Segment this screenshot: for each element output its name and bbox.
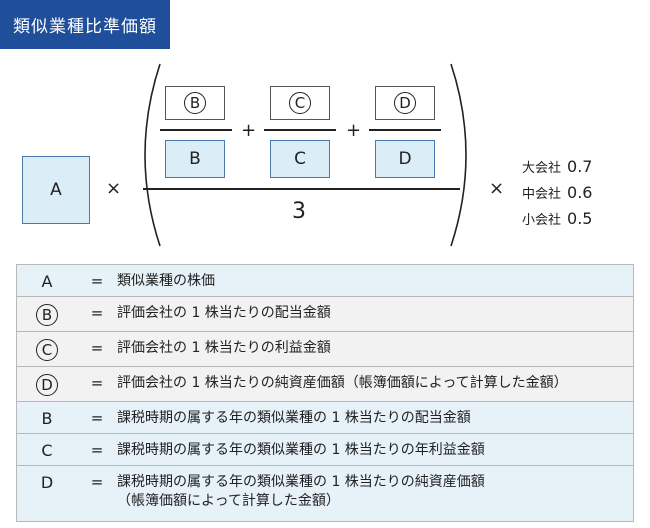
- left-paren-icon: [144, 63, 161, 247]
- company-ratios: 大会社 0.7 中会社 0.6 小会社 0.5: [522, 155, 592, 233]
- legend-symbol: C: [36, 339, 58, 361]
- denominator-c-box: C: [270, 140, 330, 178]
- ratio-row-large: 大会社 0.7: [522, 157, 593, 176]
- numerator-b-box: B: [165, 86, 225, 120]
- right-paren-icon: [450, 63, 467, 247]
- times-sign-2: ×: [489, 178, 505, 199]
- ratio-row-small: 小会社 0.5: [522, 209, 593, 228]
- fraction-line-b: [160, 129, 232, 131]
- denominator-c-label: C: [294, 149, 306, 169]
- legend-desc: 類似業種の株価: [117, 273, 215, 289]
- legend-desc: 評価会社の 1 株当たりの純資産価額（帳簿価額によって計算した金額）: [117, 375, 568, 391]
- legend-symbol: B: [36, 304, 58, 326]
- circled-c: C: [289, 92, 311, 114]
- legend-row-circled-c: C = 評価会社の 1 株当たりの利益金額: [16, 332, 634, 367]
- legend-symbol: D: [36, 374, 58, 396]
- numerator-d-box: D: [375, 86, 435, 120]
- legend-desc: 課税時期の属する年の類似業種の 1 株当たりの年利益金額: [117, 442, 485, 458]
- circled-b: B: [184, 92, 206, 114]
- main-fraction-line: [143, 188, 460, 190]
- legend-row-circled-d: D = 評価会社の 1 株当たりの純資産価額（帳簿価額によって計算した金額）: [16, 367, 634, 402]
- times-sign-1: ×: [106, 178, 122, 199]
- legend-symbol: D: [40, 473, 54, 492]
- numerator-c-box: C: [270, 86, 330, 120]
- denominator-d-label: D: [398, 149, 412, 169]
- denominator-b-label: B: [189, 149, 201, 169]
- circled-d: D: [394, 92, 416, 114]
- legend-symbol: A: [41, 272, 53, 291]
- denominator-b-box: B: [165, 140, 225, 178]
- legend-row-a: A = 類似業種の株価: [16, 265, 634, 297]
- legend-desc: 評価会社の 1 株当たりの利益金額: [117, 340, 331, 356]
- legend-row-b: B = 課税時期の属する年の類似業種の 1 株当たりの配当金額: [16, 402, 634, 434]
- legend-desc: 評価会社の 1 株当たりの配当金額: [117, 305, 331, 321]
- box-a: A: [22, 156, 90, 224]
- plus-sign-1: +: [241, 120, 257, 141]
- legend-desc: 課税時期の属する年の類似業種の 1 株当たりの純資産価額 （帳簿価額によって計算…: [117, 474, 485, 509]
- legend-symbol: B: [41, 409, 53, 428]
- legend-table: A = 類似業種の株価 B = 評価会社の 1 株当たりの配当金額 C = 評価…: [16, 264, 634, 522]
- plus-sign-2: +: [346, 120, 362, 141]
- legend-row-c: C = 課税時期の属する年の類似業種の 1 株当たりの年利益金額: [16, 434, 634, 466]
- divisor: 3: [292, 199, 306, 224]
- legend-desc: 課税時期の属する年の類似業種の 1 株当たりの配当金額: [117, 410, 471, 426]
- fraction-line-c: [264, 129, 336, 131]
- fraction-line-d: [369, 129, 441, 131]
- page-title: 類似業種比準価額: [0, 0, 170, 49]
- ratio-row-medium: 中会社 0.6: [522, 183, 593, 202]
- denominator-d-box: D: [375, 140, 435, 178]
- box-a-label: A: [50, 180, 62, 200]
- legend-symbol: C: [41, 441, 53, 460]
- legend-row-circled-b: B = 評価会社の 1 株当たりの配当金額: [16, 297, 634, 332]
- legend-row-d: D = 課税時期の属する年の類似業種の 1 株当たりの純資産価額 （帳簿価額によ…: [16, 466, 634, 522]
- formula: A × B C D + + B C D 3 × 大会社 0.7 中: [0, 60, 650, 260]
